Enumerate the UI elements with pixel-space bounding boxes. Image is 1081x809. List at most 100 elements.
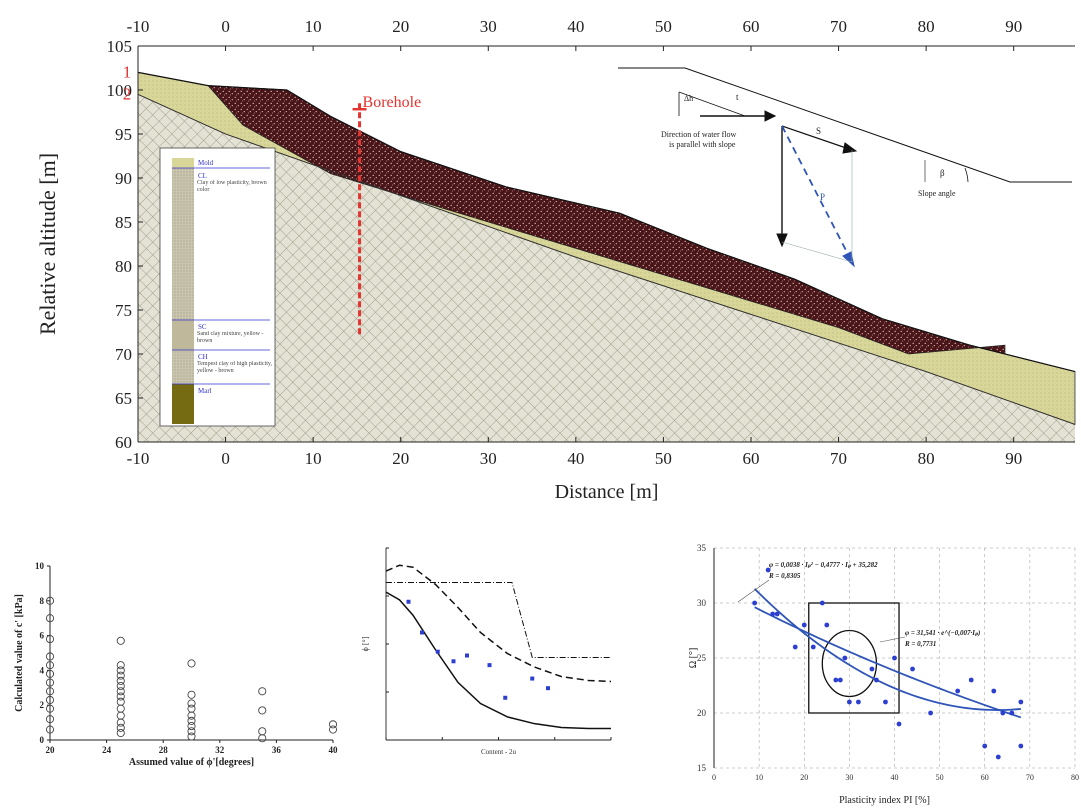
bl-x-tick-label: 28	[159, 745, 169, 755]
bm-data-point	[503, 695, 508, 700]
bl-data-point	[187, 699, 196, 708]
br-x-tick-label: 60	[981, 773, 989, 782]
schematic-label-beta: β	[940, 168, 945, 178]
bl-data-point	[187, 659, 196, 668]
bl-data-point	[187, 704, 196, 713]
main-top-tick-label: 80	[918, 17, 935, 36]
schematic-label-slope-angle: Slope angle	[918, 189, 956, 198]
br-data-point	[846, 699, 852, 705]
br-equation-exp: φ = 31,541 · e^(−0,007·Iₚ)	[905, 629, 980, 637]
br-x-tick-label: 40	[891, 773, 899, 782]
log-code-mold: Mold	[198, 159, 214, 167]
main-top-tick-label: 40	[567, 17, 584, 36]
main-y-tick-label: 80	[115, 257, 132, 276]
bm-x-axis-label: Content - 2u	[481, 748, 516, 756]
borehole-label: Borehole	[363, 94, 422, 111]
main-x-tick-label: 0	[221, 449, 230, 468]
bl-x-tick-label: 24	[102, 745, 112, 755]
bm-lower-solid-curve	[385, 591, 611, 730]
br-x-tick-label: 70	[1026, 773, 1034, 782]
br-y-axis-label: Ω [°]	[688, 648, 699, 669]
main-x-tick-label: 30	[480, 449, 497, 468]
br-data-point	[774, 611, 780, 617]
bl-data-point	[45, 661, 55, 670]
main-y-tick-label: 70	[115, 345, 132, 364]
br-data-point	[833, 677, 839, 683]
bl-data-point	[116, 718, 125, 727]
bl-data-point	[45, 614, 55, 623]
bm-data-point	[530, 676, 535, 681]
br-r-exp: R = 0,7731	[904, 640, 936, 648]
br-data-point	[801, 622, 807, 628]
main-x-tick-label: 20	[392, 449, 409, 468]
schematic-label-flow: Direction of water flow	[661, 130, 737, 139]
slope-cross-section: -10-100010102020303040405050606070708080…	[35, 17, 1076, 503]
br-annotation-leader	[879, 636, 906, 643]
bl-x-tick-label: 20	[46, 745, 56, 755]
schematic-arrowhead	[842, 251, 855, 268]
bl-data-point	[45, 635, 55, 644]
bm-data-point	[487, 663, 492, 668]
main-top-tick-label: 70	[830, 17, 847, 36]
br-y-tick-label: 15	[697, 763, 707, 773]
bm-data-point	[406, 599, 411, 604]
schematic-arrowhead	[776, 233, 788, 248]
bm-data-point	[420, 630, 424, 635]
br-grid	[714, 547, 1076, 769]
bl-data-point	[116, 704, 125, 713]
br-data-point	[1018, 699, 1024, 705]
bl-x-tick-label: 36	[272, 745, 282, 755]
br-data-point	[1018, 743, 1024, 749]
br-data-point	[752, 600, 758, 606]
borehole-log: Mold CL Clay of low plasticity, brown co…	[159, 147, 276, 427]
log-code-sc: SC	[198, 323, 207, 331]
br-polynomial-fit	[753, 588, 1021, 711]
bm-y-axis-label: ϕ [°]	[361, 636, 370, 651]
bl-data-point	[328, 720, 338, 729]
bm-data-point	[435, 649, 440, 654]
br-data-point	[1000, 710, 1006, 716]
bl-data-point	[45, 687, 55, 696]
phi-vs-content-chart: Content - 2u ϕ [°]	[361, 547, 612, 756]
bl-data-point	[258, 687, 267, 696]
bl-data-point	[116, 661, 125, 670]
bl-data-point	[45, 596, 55, 605]
bl-data-point	[187, 722, 196, 731]
main-y-tick-label: 90	[115, 169, 132, 188]
br-data-point	[883, 699, 888, 705]
slope-schematic	[618, 67, 1072, 268]
br-data-point	[995, 754, 1001, 760]
bl-data-point	[116, 671, 125, 680]
log-desc-ch: Tempest clay of high plasticity, yellow …	[197, 361, 273, 374]
schematic-label-s: S	[816, 126, 821, 136]
bl-data-point	[116, 723, 125, 732]
br-x-tick-label: 10	[755, 773, 763, 782]
br-data-point	[910, 666, 915, 672]
schematic-arrowhead	[842, 142, 858, 154]
main-x-tick-label: -10	[127, 449, 150, 468]
bl-data-point	[45, 678, 55, 687]
schematic-flow-line	[678, 91, 746, 117]
br-x-tick-label: 0	[712, 773, 716, 782]
schematic-label-t: t	[736, 92, 739, 102]
br-x-tick-label: 80	[1071, 773, 1079, 782]
bl-data-point	[116, 687, 125, 696]
bl-x-tick-label: 32	[215, 745, 225, 755]
br-data-point	[765, 567, 771, 573]
bl-y-tick-label: 2	[40, 700, 45, 710]
schematic-arrowhead	[764, 110, 777, 122]
br-y-tick-label: 20	[697, 708, 707, 718]
main-top-tick-label: 0	[221, 17, 230, 36]
br-data-point	[1009, 710, 1015, 716]
main-y-tick-label: 105	[107, 37, 133, 56]
bl-data-point	[116, 636, 125, 645]
br-data-point	[991, 688, 997, 694]
main-top-tick-label: 60	[742, 17, 759, 36]
schematic-labels: Δh Direction of water flow is parallel w…	[661, 92, 956, 202]
log-desc-sc: Sand clay mixture, yellow - brown	[197, 331, 264, 344]
log-desc-cl: Clay of low plasticity, brown color	[197, 180, 267, 193]
br-x-axis-label: Plasticity index PI [%]	[839, 795, 930, 806]
main-y-tick-label: 75	[115, 301, 132, 320]
main-x-axis-label: Distance [m]	[555, 481, 659, 503]
